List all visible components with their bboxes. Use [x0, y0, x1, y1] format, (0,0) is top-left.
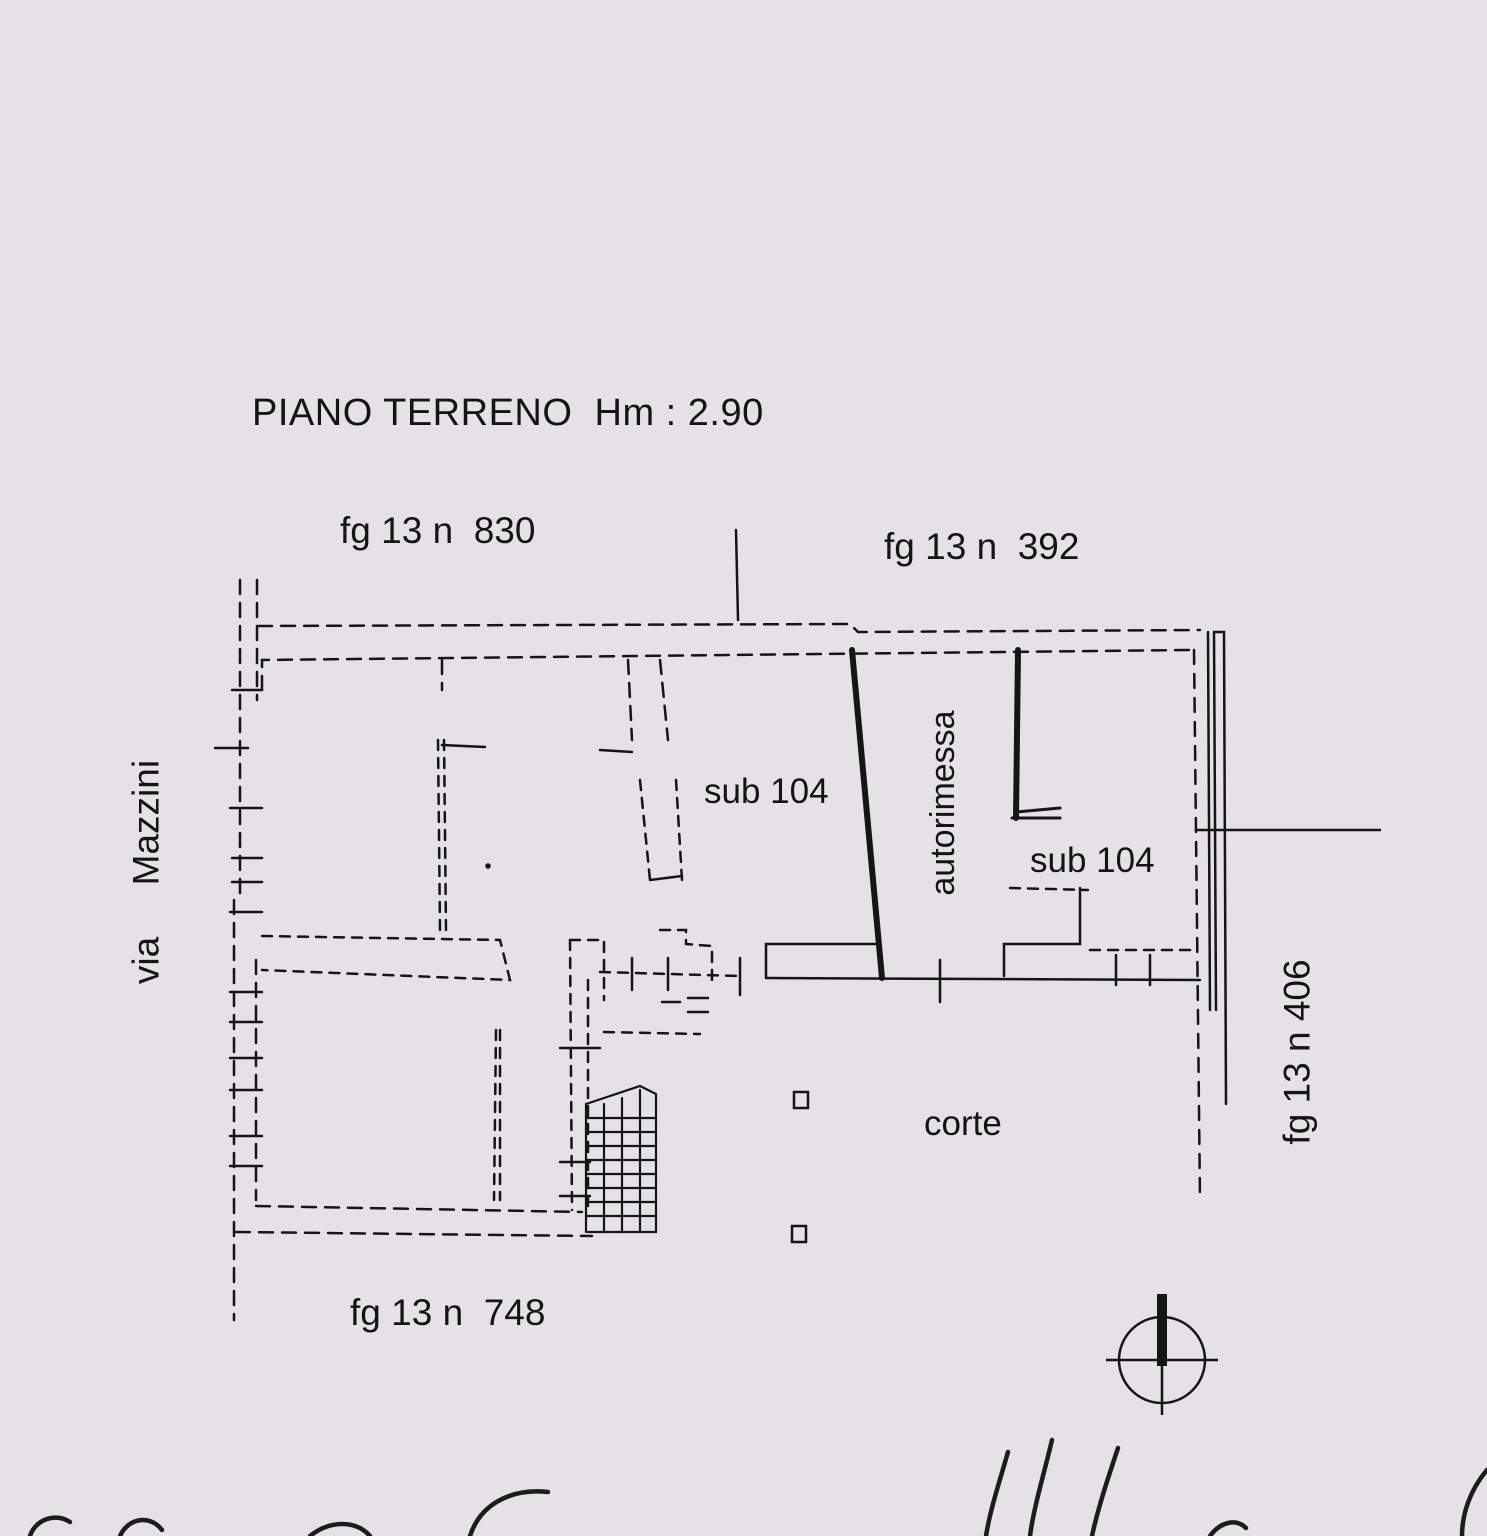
inner-north-wall — [260, 648, 1192, 742]
east-sub-details — [1002, 886, 1192, 987]
west-wall-ticks — [213, 688, 264, 1168]
service-core — [568, 928, 742, 1212]
garage-walls — [764, 647, 1202, 1004]
pillar — [790, 1224, 808, 1244]
pillar — [792, 1090, 810, 1110]
neighbor-parcel-748: fg 13 n 748 — [350, 1292, 546, 1333]
room-sub-104-main: sub 104 — [704, 772, 829, 811]
neighbor-parcel-392: fg 13 n 392 — [884, 526, 1080, 567]
room-garage: autorimessa — [924, 710, 962, 896]
west-room-partition-end — [440, 743, 684, 882]
west-room-partitions — [260, 738, 684, 1202]
north-arrow-icon — [1106, 1294, 1218, 1415]
north-boundary — [256, 528, 1202, 634]
street-label: via Mazzini — [125, 759, 167, 985]
neighbor-parcel-830: fg 13 n 830 — [340, 510, 536, 551]
staircase — [584, 1084, 658, 1234]
east-boundary — [1192, 630, 1382, 1202]
room-sub-104-east: sub 104 — [1030, 841, 1155, 880]
neighbor-parcel-406: fg 13 n 406 — [1276, 959, 1318, 1145]
plan-title: PIANO TERRENO Hm : 2.90 — [252, 392, 764, 434]
signature-icon — [27, 1437, 1487, 1536]
south-wall — [234, 1204, 594, 1238]
room-courtyard: corte — [924, 1104, 1002, 1143]
west-wall — [232, 578, 259, 1322]
